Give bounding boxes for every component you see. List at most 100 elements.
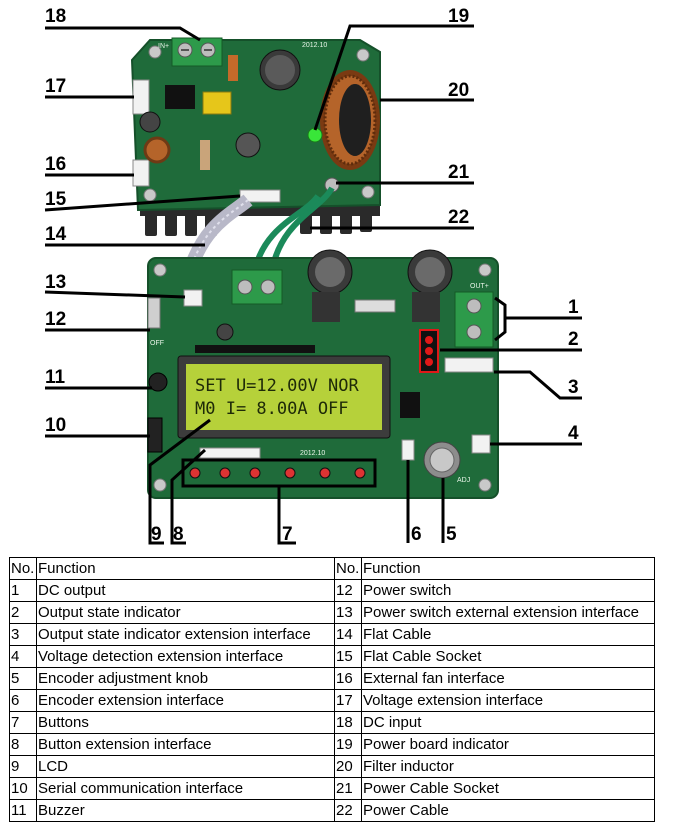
chip	[400, 392, 420, 418]
cell-function-left: LCD	[36, 755, 335, 778]
cell-no-left: 6	[9, 689, 37, 712]
cell-no-right: 22	[334, 799, 362, 822]
cell-no-left: 1	[9, 579, 37, 602]
buttons-group	[181, 458, 377, 488]
off-label: OFF	[150, 340, 164, 347]
capacitor-body	[312, 292, 340, 322]
callout-line-13	[44, 290, 186, 299]
cell-no-left: 8	[9, 733, 37, 756]
callout-9: 9	[151, 524, 162, 545]
callout-numbers: 18 17 16 15 14 13 12 11 10 19 20 21 22 1…	[45, 6, 579, 545]
lcd-header	[195, 345, 315, 353]
encoder-extension-connector	[401, 439, 415, 461]
cell-function-left: Encoder extension interface	[36, 689, 335, 712]
voltage-extension-connector	[132, 79, 150, 115]
buzzer	[148, 372, 168, 392]
part-no-top: 2012.10	[302, 42, 327, 49]
cell-function-left: Buttons	[36, 711, 335, 734]
cell-no-right: 19	[334, 733, 362, 756]
callout-line-8	[170, 448, 207, 545]
yellow-capacitor	[202, 91, 232, 115]
cell-function-right: External fan interface	[361, 667, 655, 690]
dc-output-terminal	[454, 291, 494, 348]
power-board-led	[307, 127, 323, 143]
cell-no-right: 17	[334, 689, 362, 712]
callout-21: 21	[448, 162, 470, 183]
cell-function-left: Output state indicator	[36, 601, 335, 624]
callout-line-3	[494, 370, 582, 400]
capacitor-body	[412, 292, 440, 322]
table-header-row: No. Function No. Function	[9, 557, 655, 580]
cell-no-right: 15	[334, 645, 362, 668]
indicator-extension-connector	[444, 357, 494, 373]
lcd-line-2: M0 I= 8.00A OFF	[195, 399, 349, 419]
cell-function-left: Voltage detection extension interface	[36, 645, 335, 668]
cell-no-right: 13	[334, 601, 362, 624]
cell-no-right: 16	[334, 667, 362, 690]
small-inductor	[143, 136, 171, 164]
callout-22: 22	[448, 207, 469, 228]
cell-function-right: Filter inductor	[361, 755, 655, 778]
callout-line-18	[45, 26, 201, 42]
cell-no-left: 10	[9, 777, 37, 800]
control-board: OUT+ OFF SET U=12.00V NOR M0 I= 8.00A OF…	[147, 249, 499, 499]
cell-no-right: 12	[334, 579, 362, 602]
cell-no-left: 5	[9, 667, 37, 690]
encoder-knob	[423, 441, 461, 479]
callout-line-15	[44, 194, 241, 212]
cell-function-right: Power switch	[361, 579, 655, 602]
callout-underline-7	[277, 520, 296, 545]
cell-no-left: 4	[9, 645, 37, 668]
cell-no-left: 11	[9, 799, 37, 822]
resistor	[228, 55, 238, 81]
power-switch	[147, 297, 161, 329]
callout-4: 4	[568, 423, 579, 444]
callout-1: 1	[568, 297, 579, 318]
cell-function-left: Button extension interface	[36, 733, 335, 756]
cell-function-left: Serial communication interface	[36, 777, 335, 800]
header-function-left: Function	[36, 557, 335, 580]
cell-no-left: 3	[9, 623, 37, 646]
diode	[354, 299, 396, 313]
cell-function-left: DC output	[36, 579, 335, 602]
lcd-line-1: SET U=12.00V NOR	[195, 376, 360, 396]
callout-15: 15	[45, 189, 67, 210]
cell-function-right: DC input	[361, 711, 655, 734]
cell-function-right: Flat Cable Socket	[361, 645, 655, 668]
regulator-chip	[165, 85, 195, 109]
filter-inductor	[320, 70, 380, 170]
cell-no-right: 21	[334, 777, 362, 800]
resistor	[200, 140, 210, 170]
callout-13: 13	[45, 272, 66, 293]
callout-8: 8	[173, 524, 184, 545]
lcd: SET U=12.00V NOR M0 I= 8.00A OFF	[177, 355, 391, 439]
callout-18: 18	[45, 6, 66, 27]
callout-12: 12	[45, 309, 66, 330]
cell-function-left: Encoder adjustment knob	[36, 667, 335, 690]
cell-function-left: Output state indicator extension interfa…	[36, 623, 335, 646]
switch-extension-connector	[183, 289, 203, 307]
callout-19: 19	[448, 6, 469, 27]
callout-5: 5	[446, 524, 457, 545]
cell-no-right: 20	[334, 755, 362, 778]
callout-10: 10	[45, 415, 66, 436]
cell-function-left: Buzzer	[36, 799, 335, 822]
cell-function-right: Flat Cable	[361, 623, 655, 646]
cell-no-left: 2	[9, 601, 37, 624]
callout-lines	[44, 24, 582, 545]
callout-line-9	[148, 418, 211, 545]
dc-input-terminal	[171, 37, 223, 67]
capacitor	[216, 323, 234, 341]
serial-connector	[147, 417, 163, 453]
cell-no-right: 14	[334, 623, 362, 646]
small-capacitor	[139, 111, 161, 133]
voltage-detection-connector	[471, 434, 491, 454]
